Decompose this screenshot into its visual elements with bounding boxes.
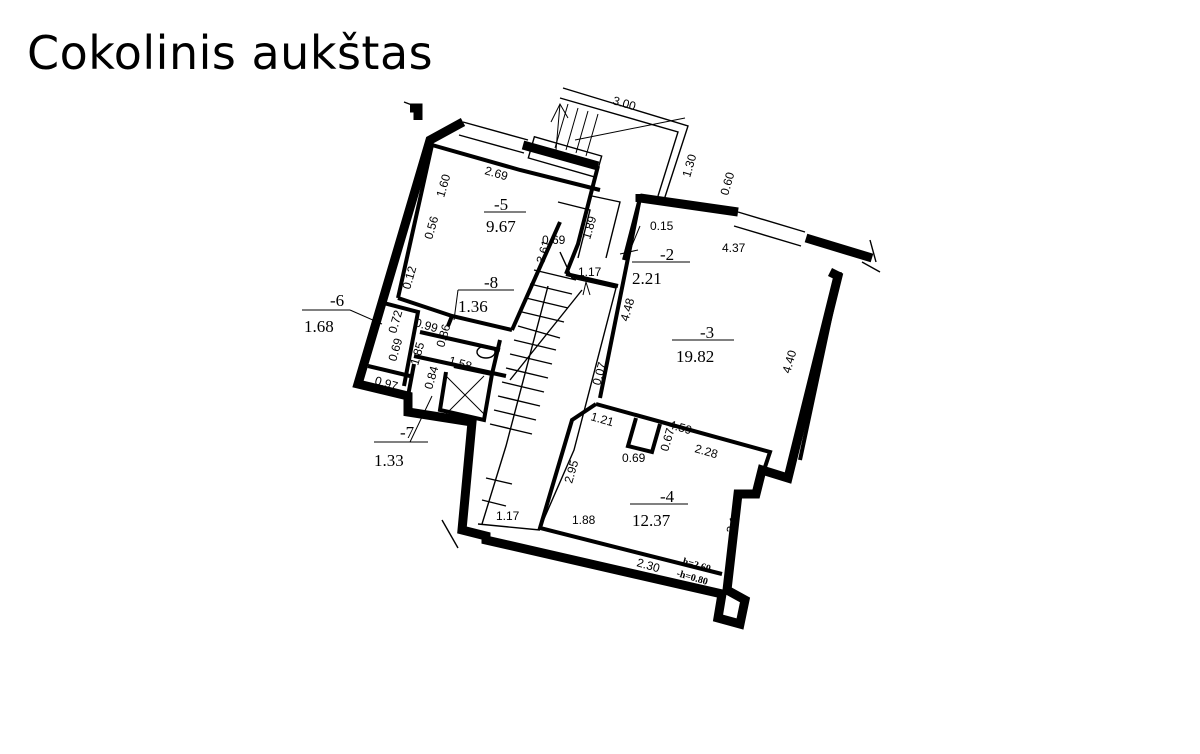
room-5-area: 9.67: [486, 217, 516, 236]
room-8-id: -8: [484, 273, 498, 292]
dim-1-17-b: 1.17: [496, 509, 520, 523]
room-4-id: -4: [660, 487, 675, 506]
leader-lines: [302, 211, 734, 505]
dim-1-58: 1.58: [447, 353, 474, 373]
dim-2-69: 2.69: [483, 163, 510, 183]
dim-0-67: 0.67: [657, 426, 677, 453]
dim-0-07: 0.07: [589, 360, 609, 387]
room-3-id: -3: [700, 323, 714, 342]
dim-0-12: 0.12: [399, 264, 419, 291]
dim-0-56: 0.56: [421, 214, 441, 241]
room-5-id: -5: [494, 195, 508, 214]
dim-0-15: 0.15: [650, 219, 674, 233]
dim-0-69-c: 0.69: [622, 451, 646, 465]
dim-0-69-b: 0.69: [385, 336, 405, 363]
interior-walls: [367, 143, 842, 576]
dim-4-48: 4.48: [617, 296, 637, 323]
dim-4-59: 4.59: [667, 417, 694, 437]
room-4-area: 12.37: [632, 511, 671, 530]
dim-3-16: 3.16: [723, 508, 743, 535]
fixtures: [445, 225, 641, 415]
dim-1-21: 1.21: [589, 409, 616, 429]
page-title: Cokolinis aukštas: [27, 26, 434, 80]
dim-2-30: 2.30: [635, 555, 662, 575]
room-7-id: -7: [400, 423, 415, 442]
dim-1-17-a: 1.17: [578, 265, 602, 279]
dim-0-99: 0.99: [413, 315, 440, 335]
dim-0-69-a: 0.69: [542, 233, 566, 247]
dim-1-85: 1.85: [407, 340, 427, 367]
dim-0-97: 0.97: [373, 373, 400, 393]
dim-stair-depth: 1.30: [679, 152, 699, 179]
room-6-id: -6: [330, 291, 344, 310]
room-7-area: 1.33: [374, 451, 404, 470]
room-6-area: 1.68: [304, 317, 334, 336]
room-2-area: 2.21: [632, 269, 662, 288]
toilet-icon: [476, 345, 496, 359]
dim-0-72: 0.72: [385, 308, 405, 335]
room-3-area: 19.82: [676, 347, 714, 366]
room-8-area: 1.36: [458, 297, 488, 316]
dim-3-61: 3.61: [533, 238, 553, 265]
dim-2-28: 2.28: [693, 441, 720, 461]
dim-1-89: 1.89: [579, 214, 599, 241]
dim-stair-width: 3.00: [611, 93, 638, 113]
dim-0-86: 0.86: [433, 322, 453, 349]
dim-4-37: 4.37: [722, 241, 746, 255]
windows: [403, 101, 881, 549]
dim-2-95: 2.95: [561, 458, 581, 485]
dim-4-40: 4.40: [779, 348, 799, 375]
interior-stair: [477, 195, 621, 531]
entry-stair: [527, 87, 689, 201]
dim-1-60: 1.60: [433, 172, 453, 199]
dim-1-88: 1.88: [572, 513, 596, 527]
dim-0-84: 0.84: [421, 364, 441, 391]
room-2-id: -2: [660, 245, 674, 264]
dim-0-60: 0.60: [717, 170, 737, 197]
